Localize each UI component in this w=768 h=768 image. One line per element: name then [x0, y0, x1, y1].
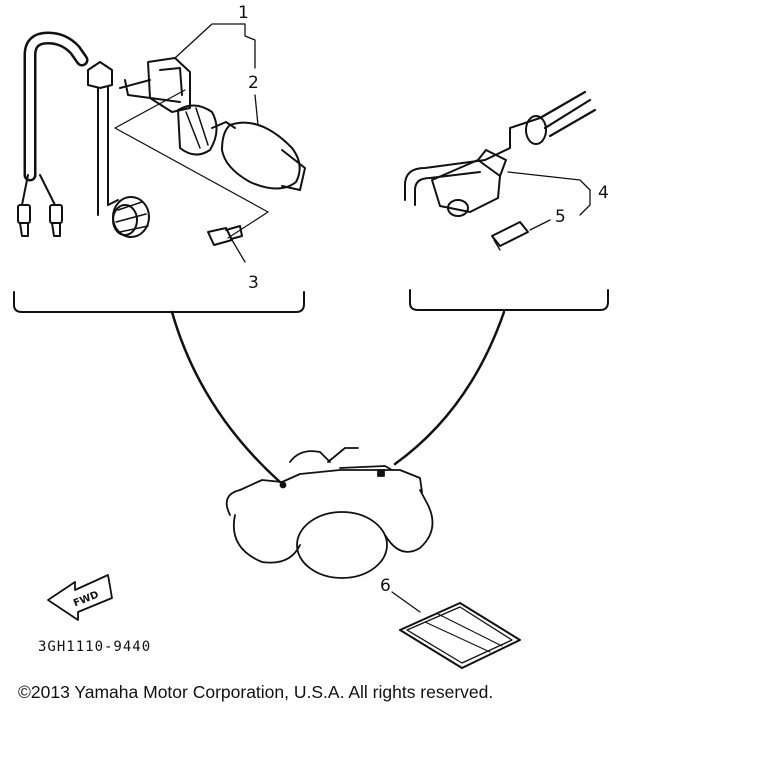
part-number-code: 3GH1110-9440	[38, 639, 151, 655]
callout-3: 3	[248, 273, 259, 293]
solenoid-relay	[404, 90, 597, 217]
callout-5: 5	[555, 207, 566, 227]
forward-direction-arrow	[47, 574, 113, 621]
fuse	[491, 221, 529, 251]
bolt	[207, 225, 243, 246]
atv-outline	[225, 447, 434, 579]
callout-1: 1	[238, 3, 249, 23]
starter-motor	[124, 79, 306, 191]
callout-2: 2	[248, 73, 259, 93]
callout-6: 6	[380, 576, 391, 596]
left-parts-group	[13, 23, 306, 313]
copyright-notice: ©2013 Yamaha Motor Corporation, U.S.A. A…	[18, 682, 494, 702]
strap-with-knob	[87, 61, 150, 238]
right-parts-group	[404, 90, 609, 311]
callout-4: 4	[598, 183, 609, 203]
fwd-label: FWD	[72, 589, 100, 609]
wire-harness	[17, 31, 89, 237]
bracket	[119, 57, 191, 113]
owner-manual	[391, 591, 521, 669]
